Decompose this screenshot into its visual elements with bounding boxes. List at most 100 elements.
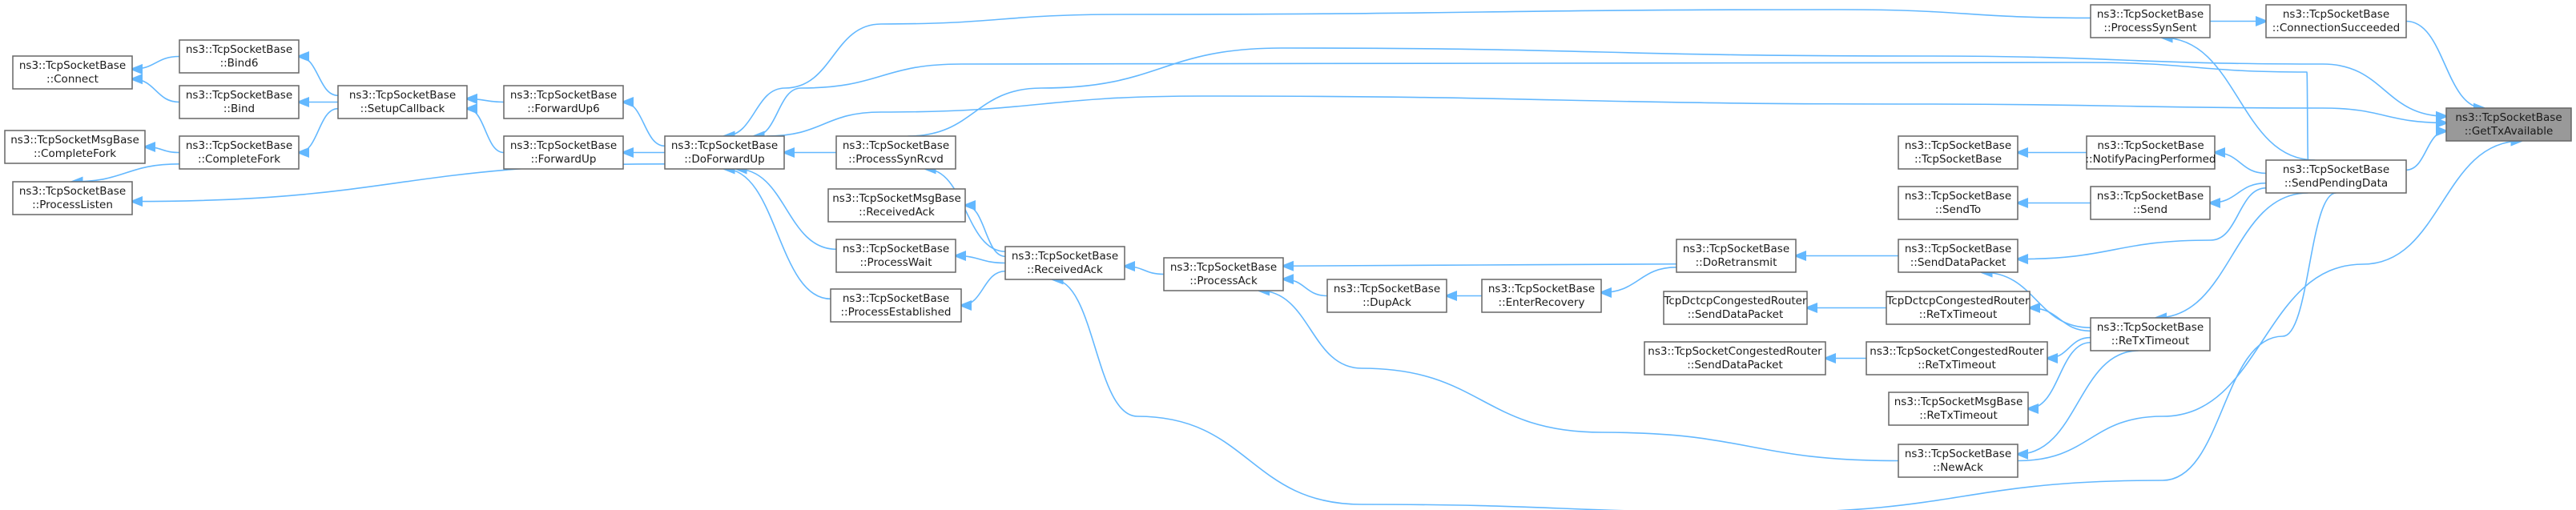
node-bind6[interactable]: ns3::TcpSocketBase::Bind6	[179, 39, 300, 74]
node-doretransmit[interactable]: ns3::TcpSocketBase::DoRetransmit	[1676, 239, 1797, 273]
node-doforwardup[interactable]: ns3::TcpSocketBase::DoForwardUp	[664, 135, 785, 170]
node-tcpsocketbase-ctor[interactable]: ns3::TcpSocketBase::TcpSocketBase	[1898, 135, 2019, 170]
edge-sendpendingdata-to-senddatapacket	[2018, 187, 2267, 259]
node-dupack[interactable]: ns3::TcpSocketBase::DupAck	[1326, 279, 1447, 313]
node-dctcp-retxtimeout[interactable]: TcpDctcpCongestedRouter::ReTxTimeout	[1886, 291, 2031, 325]
node-enterrecovery[interactable]: ns3::TcpSocketBase::EnterRecovery	[1481, 279, 1602, 313]
node-method-label: ::Send	[2133, 203, 2167, 216]
node-sendpendingdata[interactable]: ns3::TcpSocketBase::SendPendingData	[2265, 159, 2407, 194]
node-class-label: ns3::TcpSocketBase	[2097, 8, 2204, 21]
node-box	[1326, 279, 1447, 313]
node-retxtimeout[interactable]: ns3::TcpSocketBase::ReTxTimeout	[2090, 317, 2211, 351]
node-connectionsucceeded[interactable]: ns3::TcpSocketBase::ConnectionSucceeded	[2265, 4, 2407, 38]
node-class-label: TcpDctcpCongestedRouter	[1886, 295, 2030, 307]
node-congested-senddatapacket[interactable]: ns3::TcpSocketCongestedRouter::SendDataP…	[1644, 341, 1826, 375]
node-connect[interactable]: ns3::TcpSocketBase::Connect	[12, 55, 133, 90]
node-processsynrcvd[interactable]: ns3::TcpSocketBase::ProcessSynRcvd	[835, 135, 956, 170]
edge-forwardup6-to-setupcallback	[467, 98, 505, 102]
node-forwardup6[interactable]: ns3::TcpSocketBase::ForwardUp6	[503, 85, 624, 119]
node-class-label: ns3::TcpSocketBase	[1905, 243, 2011, 255]
node-class-label: ns3::TcpSocketBase	[843, 243, 949, 255]
node-dctcp-senddatapacket[interactable]: TcpDctcpCongestedRouter::SendDataPacket	[1663, 291, 1808, 325]
edge-forwardup-to-setupcallback	[467, 109, 505, 154]
node-class-label: ns3::TcpSocketBase	[1905, 190, 2011, 203]
node-method-label: ::ProcessListen	[32, 199, 113, 211]
node-box	[2265, 4, 2407, 38]
node-box	[1004, 246, 1125, 280]
node-box	[1663, 291, 1808, 325]
node-processwait[interactable]: ns3::TcpSocketBase::ProcessWait	[835, 239, 956, 273]
edge-newack-to-gettxavailable	[2017, 141, 2522, 462]
edge-bind6-to-connect	[132, 55, 180, 70]
node-class-label: ns3::TcpSocketBase	[1488, 283, 1595, 295]
node-method-label: ::DoForwardUp	[684, 153, 765, 166]
node-box	[2090, 4, 2211, 38]
node-box	[503, 85, 624, 119]
node-box	[337, 85, 468, 119]
edge-sendpendingdata-to-notifypacingperformed	[2215, 153, 2267, 175]
node-box	[835, 239, 956, 273]
node-box	[2445, 107, 2572, 142]
node-method-label: ::ReTxTimeout	[1919, 409, 1998, 422]
edge-retxtimeout-to-congested_retxtimeout	[2047, 336, 2091, 359]
node-send[interactable]: ns3::TcpSocketBase::Send	[2090, 186, 2211, 220]
node-box	[1644, 341, 1826, 375]
node-box	[1888, 392, 2029, 426]
node-msgbase-receivedack[interactable]: ns3::TcpSocketMsgBase::ReceivedAck	[827, 188, 966, 223]
node-completefork[interactable]: ns3::TcpSocketBase::CompleteFork	[179, 135, 300, 170]
edge-doretransmit-to-enterrecovery	[1601, 267, 1677, 293]
node-gettxavailable[interactable]: ns3::TcpSocketBase::GetTxAvailable	[2445, 107, 2572, 142]
node-method-label: ::ReceivedAck	[1027, 263, 1103, 276]
node-congested-retxtimeout[interactable]: ns3::TcpSocketCongestedRouter::ReTxTimeo…	[1866, 341, 2048, 375]
node-class-label: ns3::TcpSocketBase	[2283, 8, 2389, 21]
node-box	[2090, 186, 2211, 220]
edge-doforwardup-to-forwardup6	[623, 102, 666, 147]
node-forwardup[interactable]: ns3::TcpSocketBase::ForwardUp	[503, 135, 624, 170]
node-method-label: ::ReceivedAck	[859, 206, 935, 219]
node-method-label: ::ConnectionSucceeded	[2272, 22, 2401, 34]
node-method-label: ::ProcessWait	[859, 256, 932, 269]
edge-processack-to-receivedack	[1125, 267, 1165, 275]
edge-processsynsent-to-doforwardup	[725, 9, 2091, 136]
node-receivedack[interactable]: ns3::TcpSocketBase::ReceivedAck	[1004, 246, 1125, 280]
edge-doretransmit-to-processack	[1283, 264, 1677, 267]
node-method-label: ::Connect	[46, 73, 99, 86]
edge-processwait-to-doforwardup	[736, 169, 837, 251]
node-processestablished[interactable]: ns3::TcpSocketBase::ProcessEstablished	[830, 288, 962, 323]
node-box	[1886, 291, 2031, 325]
node-class-label: ns3::TcpSocketBase	[843, 139, 949, 152]
edge-receivedack-to-msgbase_receivedack	[965, 206, 1006, 258]
node-senddatapacket[interactable]: ns3::TcpSocketBase::SendDataPacket	[1898, 239, 2019, 273]
node-class-label: ns3::TcpSocketBase	[1683, 243, 1789, 255]
node-box	[12, 55, 133, 90]
node-class-label: ns3::TcpSocketBase	[1012, 250, 1118, 263]
node-notifypacingperformed[interactable]: ns3::TcpSocketBase::NotifyPacingPerforme…	[2086, 135, 2216, 170]
edge-sendpendingdata-to-doforwardup	[755, 62, 2309, 161]
node-newack[interactable]: ns3::TcpSocketBase::NewAck	[1898, 444, 2019, 478]
node-class-label: ns3::TcpSocketBase	[1170, 261, 1277, 274]
node-class-label: ns3::TcpSocketBase	[1905, 448, 2011, 460]
node-class-label: ns3::TcpSocketBase	[1334, 283, 1440, 295]
node-setupcallback[interactable]: ns3::TcpSocketBase::SetupCallback	[337, 85, 468, 119]
node-method-label: ::SetupCallback	[360, 102, 445, 115]
node-bind[interactable]: ns3::TcpSocketBase::Bind	[179, 85, 300, 119]
node-box	[1898, 444, 2019, 478]
node-processsynsent[interactable]: ns3::TcpSocketBase::ProcessSynSent	[2090, 4, 2211, 38]
node-class-label: ns3::TcpSocketBase	[2097, 139, 2204, 152]
node-class-label: TcpDctcpCongestedRouter	[1663, 295, 1807, 307]
node-sendto[interactable]: ns3::TcpSocketBase::SendTo	[1898, 186, 2019, 220]
node-class-label: ns3::TcpSocketBase	[2097, 321, 2204, 334]
node-method-label: ::CompleteFork	[34, 147, 116, 160]
edge-dupack-to-processack	[1283, 279, 1328, 297]
node-processlisten[interactable]: ns3::TcpSocketBase::ProcessListen	[12, 181, 133, 215]
node-msgbase-completefork[interactable]: ns3::TcpSocketMsgBase::CompleteFork	[4, 130, 146, 164]
node-msgbase-retxtimeout[interactable]: ns3::TcpSocketMsgBase::ReTxTimeout	[1888, 392, 2029, 426]
node-class-label: ns3::TcpSocketBase	[186, 89, 292, 102]
node-class-label: ns3::TcpSocketMsgBase	[10, 134, 139, 147]
node-processack[interactable]: ns3::TcpSocketBase::ProcessAck	[1163, 257, 1284, 291]
node-method-label: ::NotifyPacingPerformed	[2086, 153, 2216, 166]
node-method-label: ::ProcessEstablished	[841, 306, 952, 319]
edge-processsynrcvd-to-gettxavailable	[908, 47, 2446, 137]
node-class-label: ns3::TcpSocketBase	[349, 89, 456, 102]
